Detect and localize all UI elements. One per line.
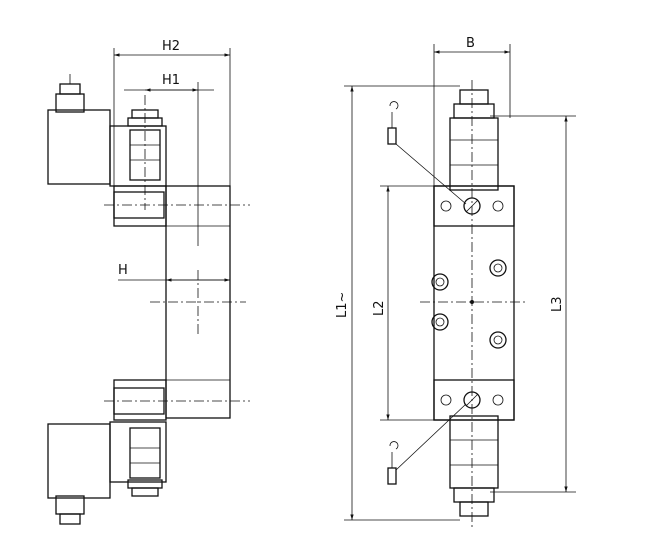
dim-b-label: B <box>466 36 475 51</box>
dim-h-label: H <box>118 263 128 278</box>
dim-h2-label: H2 <box>162 39 180 54</box>
dim-l1-label: L1~ <box>335 292 350 318</box>
front-view <box>344 44 576 528</box>
dim-l2-label: L2 <box>372 300 387 316</box>
dim-h1-label: H1 <box>162 73 180 88</box>
dim-l3-label: L3 <box>550 296 565 312</box>
side-view <box>47 48 250 525</box>
